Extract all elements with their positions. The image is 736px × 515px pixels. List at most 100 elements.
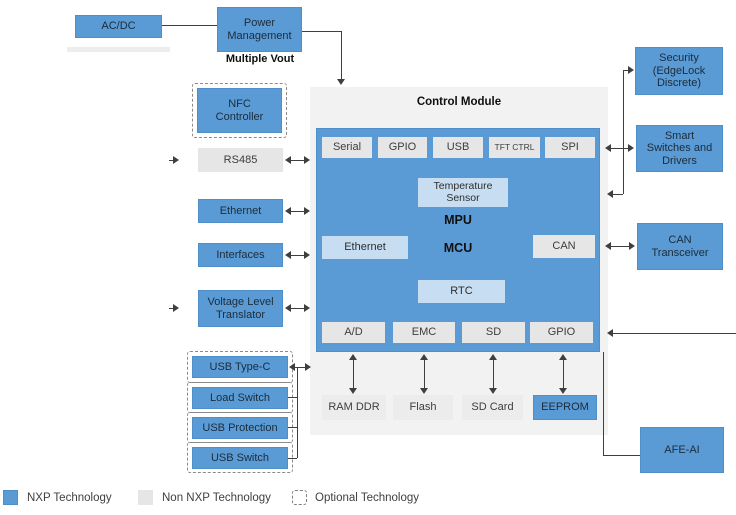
port-gpio-top-label: GPIO	[388, 141, 417, 154]
arrow-up-icon	[420, 354, 428, 360]
arrow-left-icon	[285, 251, 291, 259]
line-interfaces-cm	[290, 255, 305, 256]
port-serial: Serial	[322, 137, 372, 158]
usb-switch-optional-outline	[187, 442, 293, 473]
legend-non-nxp-label: Non NXP Technology	[162, 492, 271, 504]
line-pm-elbow-h	[302, 31, 342, 32]
line-vlt-stub	[169, 308, 174, 309]
line-security-branch-v	[623, 70, 624, 194]
port-gpio-bottom: GPIO	[530, 322, 593, 343]
load-switch-label: Load Switch	[210, 391, 270, 404]
decorative-strip	[67, 47, 170, 52]
can-inner-label: CAN	[552, 240, 576, 253]
eeprom-box: EEPROM	[533, 395, 597, 420]
ram-ddr-label: RAM DDR	[328, 401, 380, 414]
acdc-box: AC/DC	[75, 15, 162, 38]
legend-optional-label: Optional Technology	[315, 492, 419, 504]
line-afe-elbow-h	[603, 455, 640, 456]
line-acdc-to-pm	[162, 25, 217, 26]
flash-label: Flash	[409, 401, 437, 414]
port-usb-label: USB	[446, 141, 470, 154]
port-spi-label: SPI	[561, 141, 579, 154]
rs485-label: RS485	[223, 153, 258, 166]
load-switch-box: Load Switch	[192, 387, 288, 409]
port-gpio-top: GPIO	[378, 137, 427, 158]
line-security-stub	[624, 70, 630, 71]
legend-nxp-label: NXP Technology	[27, 492, 112, 504]
arrow-left-icon	[605, 144, 611, 152]
line-gpio-eeprom	[563, 359, 564, 389]
arrow-down-icon	[337, 79, 345, 85]
can-transceiver-label: CAN Transceiver	[651, 233, 709, 259]
line-usb-bus	[297, 367, 298, 458]
arrow-right-icon	[304, 156, 310, 164]
line-usb-protection-stub	[288, 427, 297, 428]
port-tft-ctrl-label: TFT CTRL	[494, 141, 535, 152]
arrow-right-icon	[305, 363, 311, 371]
security-label: Security (EdgeLock Discrete)	[652, 52, 706, 90]
port-emc: EMC	[393, 322, 455, 343]
arrow-down-icon	[420, 388, 428, 394]
arrow-left-icon	[605, 242, 611, 250]
temperature-sensor-box: Temperature Sensor	[418, 178, 508, 207]
arrow-right-icon	[628, 144, 634, 152]
mpu-label: MPU	[444, 213, 472, 227]
sd-card-box: SD Card	[462, 395, 523, 420]
line-load-switch-stub	[288, 397, 297, 398]
rtc-box: RTC	[418, 280, 505, 303]
port-sd: SD	[462, 322, 525, 343]
arrow-up-icon	[349, 354, 357, 360]
usb-protection-box: USB Protection	[192, 417, 288, 439]
line-ethernet-cm	[290, 211, 305, 212]
usb-protection-label: USB Protection	[202, 421, 278, 434]
line-vlt-cm	[290, 308, 305, 309]
port-ad: A/D	[322, 322, 385, 343]
rs485-box: RS485	[198, 148, 283, 172]
control-module-title: Control Module	[416, 96, 502, 108]
nfc-optional-outline	[192, 83, 287, 138]
port-emc-label: EMC	[411, 326, 437, 339]
arrow-down-icon	[489, 388, 497, 394]
ethernet-left-box: Ethernet	[198, 199, 283, 223]
afe-ai-box: AFE-AI	[640, 427, 724, 473]
arrow-right-icon	[629, 242, 635, 250]
rtc-label: RTC	[450, 285, 473, 298]
line-rs485-cm	[290, 160, 305, 161]
arrow-left-icon	[285, 156, 291, 164]
nfc-controller-label: NFC Controller	[215, 97, 264, 123]
can-transceiver-box: CAN Transceiver	[637, 223, 723, 270]
line-cm-smart-switches	[610, 148, 629, 149]
arrow-right-icon	[173, 304, 179, 312]
security-box: Security (EdgeLock Discrete)	[635, 47, 723, 95]
arrow-right-icon	[628, 66, 634, 74]
arrow-up-icon	[559, 354, 567, 360]
arrow-right-icon	[304, 304, 310, 312]
acdc-label: AC/DC	[101, 20, 136, 33]
ethernet-inner-label: Ethernet	[344, 241, 386, 254]
usb-type-c-box: USB Type-C	[192, 356, 288, 378]
legend-non-nxp-swatch	[138, 490, 153, 505]
afe-ai-label: AFE-AI	[664, 443, 700, 456]
port-usb: USB	[433, 137, 483, 158]
usb-switch-label: USB Switch	[210, 451, 270, 464]
smart-switches-box: Smart Switches and Drivers	[636, 125, 723, 172]
sd-card-label: SD Card	[471, 401, 514, 414]
line-gpio-external	[613, 333, 736, 334]
legend-optional-swatch	[292, 490, 307, 505]
mcu-label: MCU	[443, 241, 473, 255]
line-usbtypec-cm	[294, 367, 306, 368]
line-can-transceiver	[610, 246, 630, 247]
arrow-right-icon	[304, 251, 310, 259]
arrow-up-icon	[489, 354, 497, 360]
arrow-right-icon	[173, 156, 179, 164]
can-inner-box: CAN	[533, 235, 595, 258]
port-serial-label: Serial	[332, 141, 362, 154]
power-management-box: Power Management	[217, 7, 302, 52]
line-ad-ramddr	[353, 359, 354, 389]
port-spi: SPI	[545, 137, 595, 158]
line-sd-sdcard	[493, 359, 494, 389]
line-branch-to-cm	[612, 194, 623, 195]
line-rs485-stub	[169, 160, 174, 161]
usb-switch-box: USB Switch	[192, 447, 288, 469]
